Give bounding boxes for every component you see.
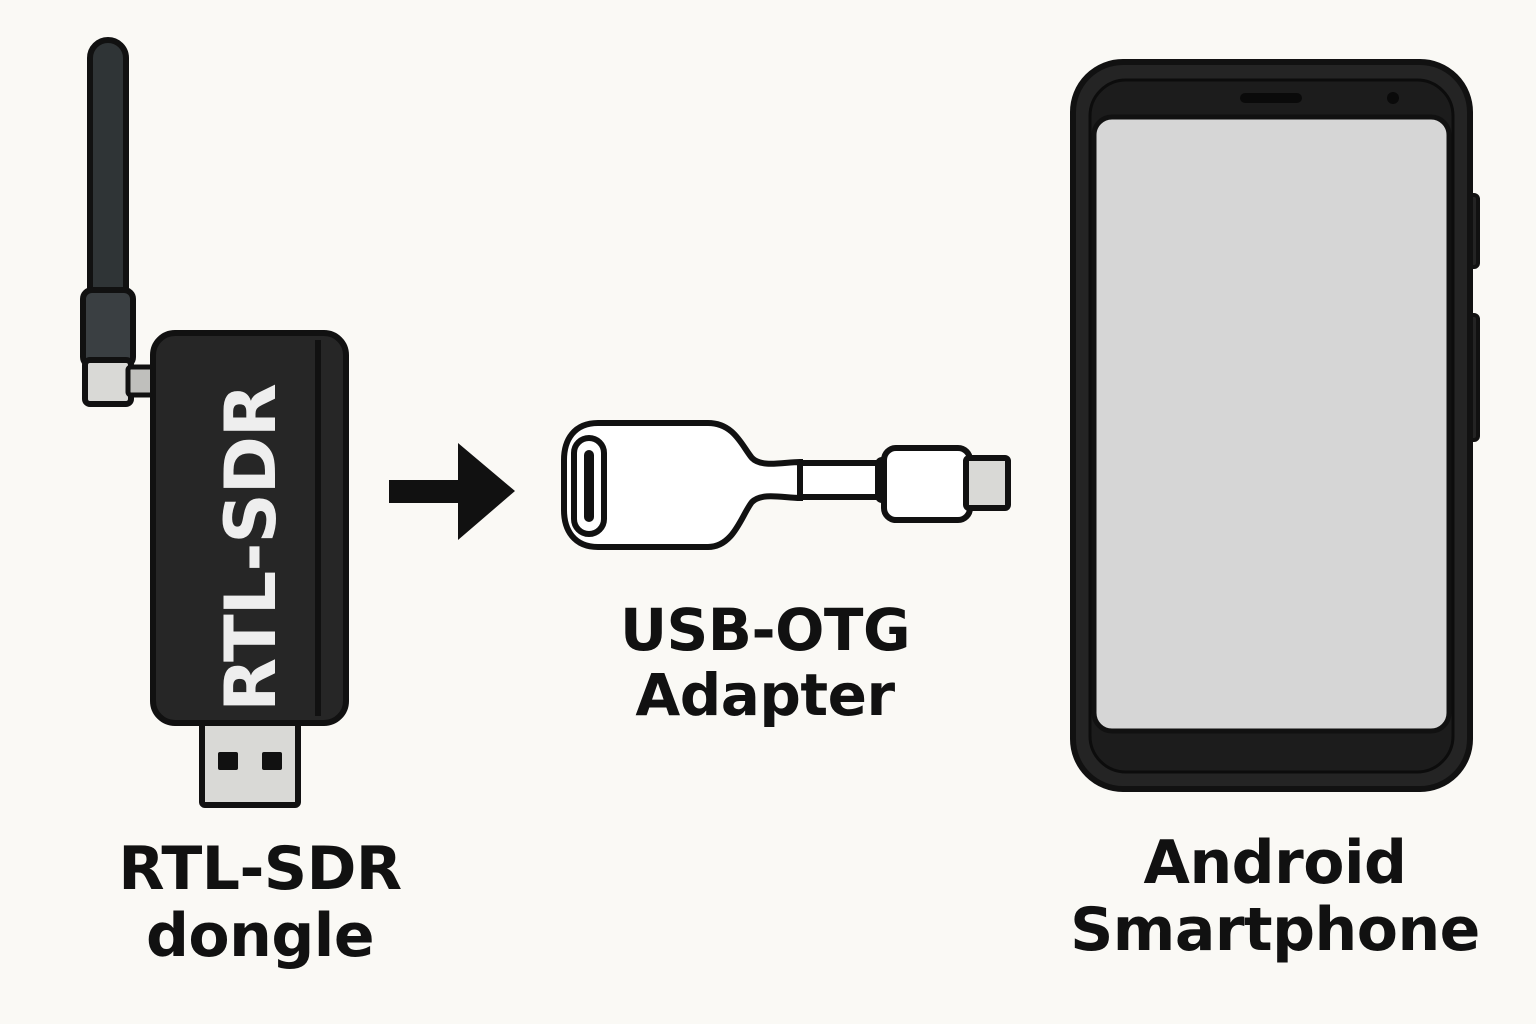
front-camera-icon bbox=[1387, 92, 1399, 104]
android-smartphone-label-line2: Smartphone bbox=[1070, 895, 1480, 966]
usb-plug-hole-right bbox=[262, 752, 282, 770]
usb-otg-adapter-label-line2: Adapter bbox=[635, 660, 895, 729]
android-smartphone-label-line1: Android bbox=[1143, 828, 1407, 898]
rtl-sdr-dongle-label: RTL-SDR dongle bbox=[60, 834, 460, 972]
rtl-sdr-dongle: RTL-SDR bbox=[80, 37, 349, 808]
usb-c-female-port-inner bbox=[584, 450, 594, 522]
dongle-body-text: RTL-SDR bbox=[210, 384, 292, 712]
antenna-whip bbox=[87, 37, 129, 311]
usb-otg-adapter-label-line1: USB-OTG bbox=[619, 596, 911, 664]
android-smartphone bbox=[1070, 59, 1480, 792]
usb-plug bbox=[199, 712, 301, 808]
antenna-base bbox=[80, 287, 136, 369]
usb-otg-adapter-label: USB-OTG Adapter bbox=[560, 598, 970, 728]
antenna-connector bbox=[82, 357, 134, 407]
rtl-sdr-dongle-label-line1: RTL-SDR bbox=[118, 834, 402, 904]
arrow-right-icon bbox=[389, 443, 515, 540]
android-smartphone-label: Android Smartphone bbox=[1020, 828, 1530, 966]
rtl-sdr-dongle-label-line2: dongle bbox=[145, 901, 375, 972]
dongle-body bbox=[150, 330, 349, 726]
phone-speaker bbox=[1240, 93, 1302, 103]
usb-c-male-tip bbox=[963, 455, 1011, 511]
usb-otg-adapter bbox=[561, 420, 1011, 550]
phone-screen bbox=[1091, 114, 1452, 734]
adapter-female-housing bbox=[561, 420, 803, 550]
adapter-male-housing bbox=[881, 445, 973, 523]
usb-plug-hole-left bbox=[218, 752, 238, 770]
